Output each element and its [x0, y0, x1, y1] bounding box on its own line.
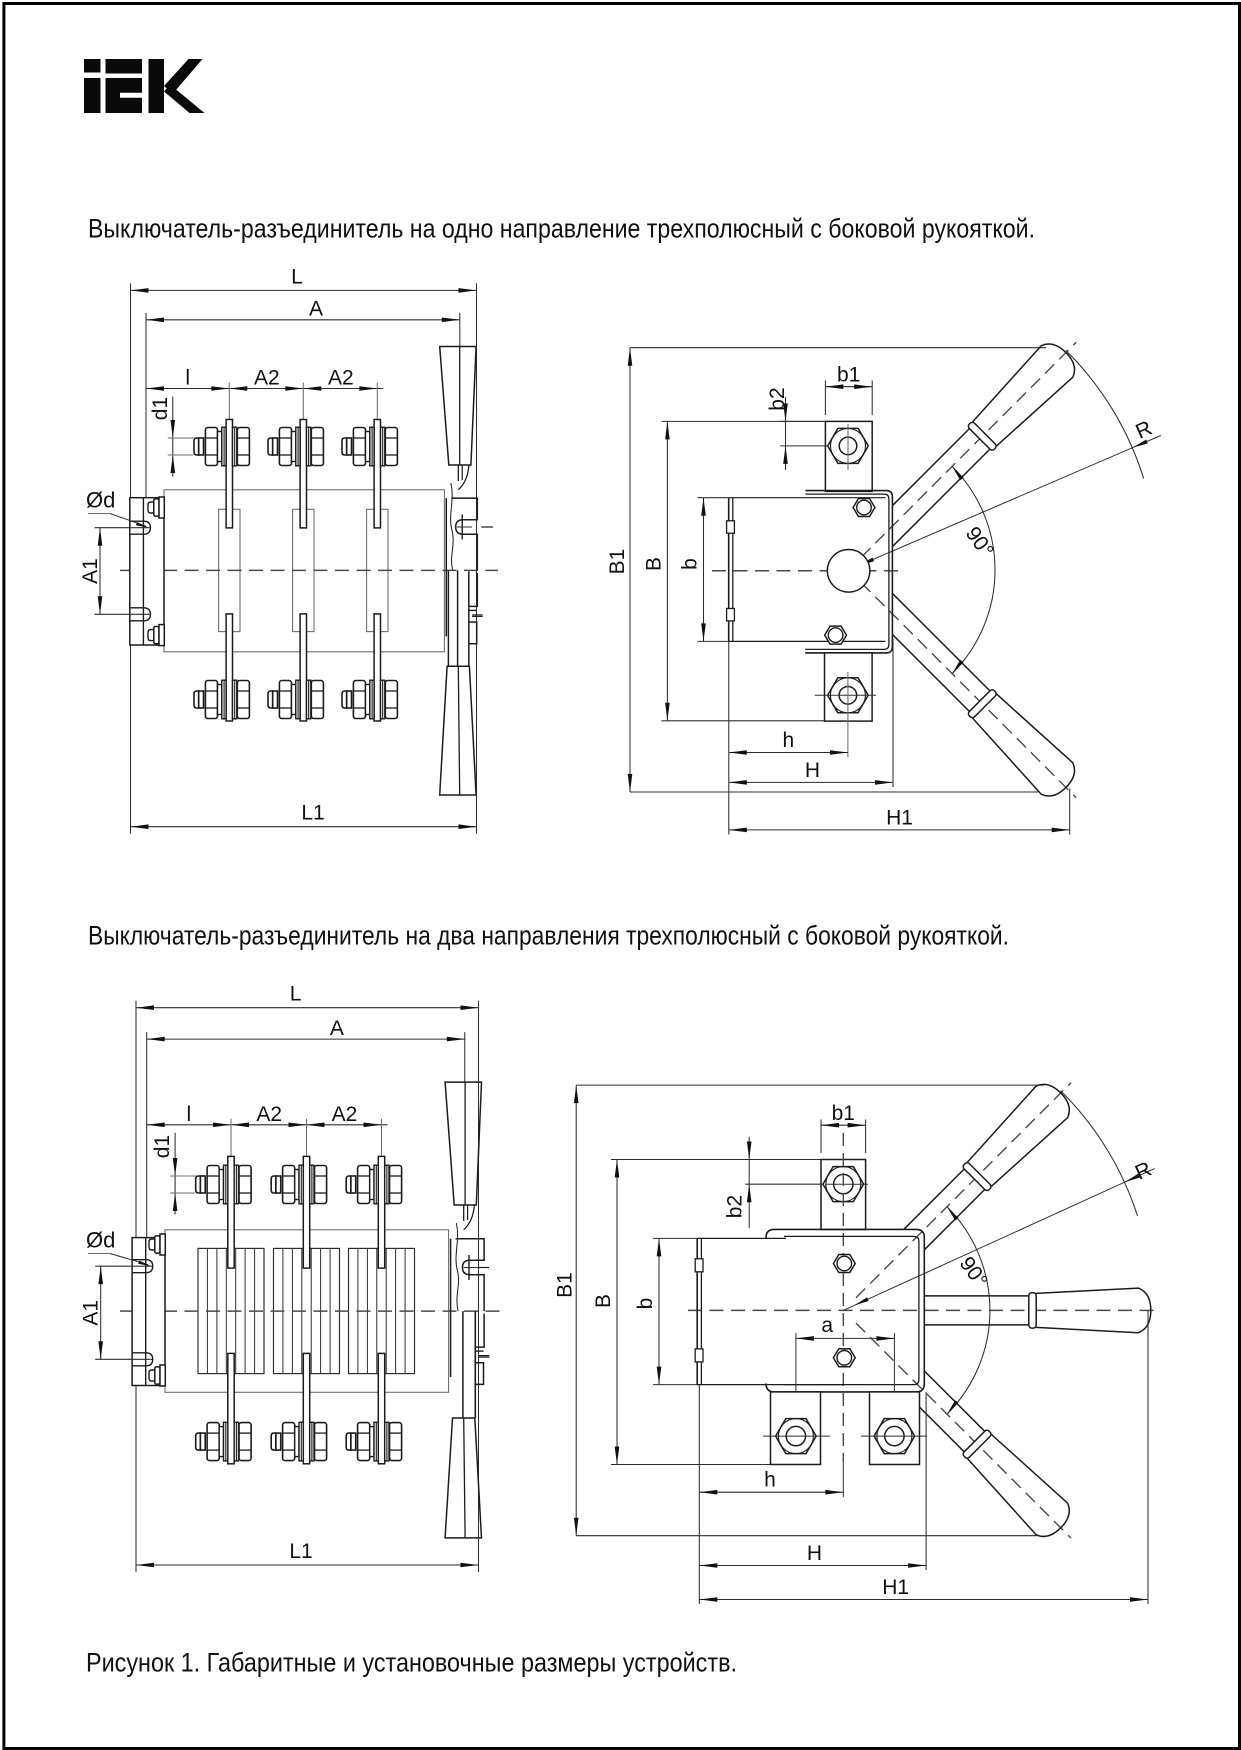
svg-text:h: h: [764, 1469, 776, 1492]
svg-text:b: b: [634, 1298, 657, 1310]
svg-text:Выключатель-разъединитель на о: Выключатель-разъединитель на одно направ…: [88, 214, 1035, 244]
svg-text:b2: b2: [766, 387, 789, 410]
svg-text:b2: b2: [724, 1195, 747, 1218]
svg-text:d1: d1: [151, 1135, 174, 1158]
svg-text:A: A: [309, 298, 323, 321]
svg-text:L1: L1: [289, 1540, 312, 1563]
svg-text:b1: b1: [832, 1102, 855, 1125]
svg-text:A2: A2: [332, 1103, 358, 1126]
svg-text:a: a: [821, 1314, 833, 1337]
svg-text:A: A: [330, 1017, 344, 1040]
svg-text:H1: H1: [886, 807, 913, 830]
svg-text:l: l: [186, 1103, 191, 1126]
svg-text:L: L: [291, 265, 303, 288]
svg-text:A2: A2: [256, 1103, 282, 1126]
svg-text:Ød: Ød: [86, 1228, 115, 1253]
svg-text:d1: d1: [149, 397, 172, 420]
svg-text:H: H: [805, 759, 820, 782]
svg-text:Ød: Ød: [86, 488, 115, 513]
svg-text:l: l: [185, 367, 190, 390]
svg-text:B1: B1: [606, 549, 629, 575]
svg-text:L1: L1: [301, 802, 324, 825]
svg-text:H: H: [807, 1542, 822, 1565]
svg-text:Выключатель-разъединитель на д: Выключатель-разъединитель на два направл…: [88, 921, 1009, 951]
svg-text:b1: b1: [837, 364, 860, 387]
svg-text:B1: B1: [554, 1272, 577, 1298]
svg-text:A2: A2: [254, 367, 280, 390]
svg-text:b: b: [679, 558, 702, 570]
svg-text:A1: A1: [80, 1300, 103, 1326]
svg-text:Рисунок 1. Габаритные и устано: Рисунок 1. Габаритные и установочные раз…: [86, 1648, 737, 1678]
svg-text:A2: A2: [328, 367, 354, 390]
svg-text:B: B: [592, 1294, 615, 1308]
svg-text:h: h: [782, 729, 794, 752]
svg-text:L: L: [290, 983, 302, 1006]
svg-text:B: B: [643, 557, 666, 571]
svg-text:A1: A1: [79, 558, 102, 584]
svg-text:H1: H1: [882, 1576, 909, 1599]
